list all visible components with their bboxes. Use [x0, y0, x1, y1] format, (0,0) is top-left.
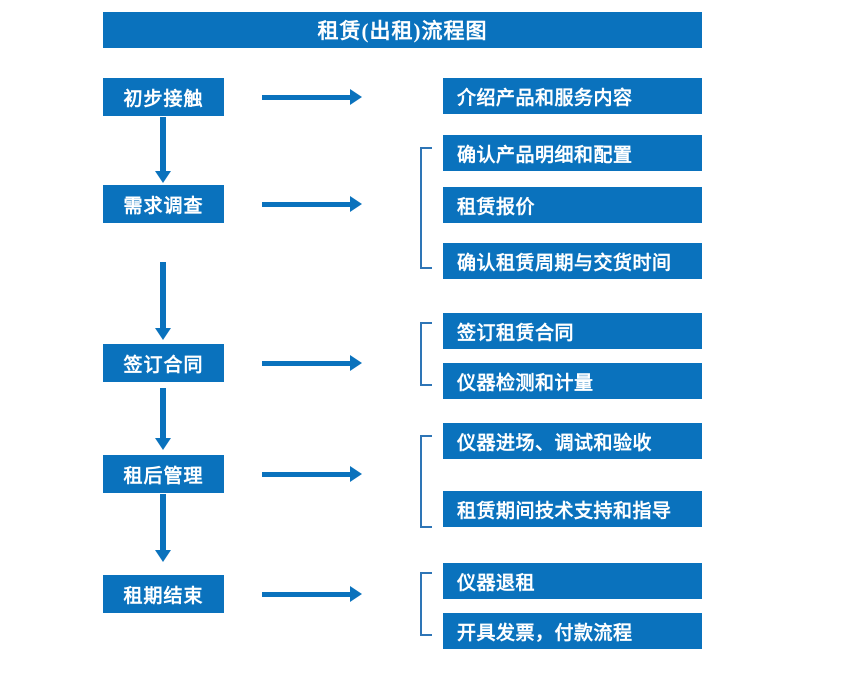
stage-node-2[interactable]: 需求调查	[103, 185, 224, 223]
detail-node-2-3[interactable]: 确认租赁周期与交货时间	[443, 243, 702, 279]
detail-node-4-2[interactable]: 租赁期间技术支持和指导	[443, 491, 702, 527]
stage-connector-2-3	[154, 262, 172, 340]
detail-node-4-1[interactable]: 仪器进场、调试和验收	[443, 423, 702, 459]
group-bracket-5	[420, 572, 432, 636]
stage-connector-3-4	[154, 388, 172, 450]
stage-arrow-4	[262, 465, 362, 483]
detail-node-2-1[interactable]: 确认产品明细和配置	[443, 135, 702, 171]
page-title: 租赁(出租)流程图	[103, 12, 702, 48]
stage-connector-4-5	[154, 494, 172, 562]
detail-node-1-1[interactable]: 介绍产品和服务内容	[443, 78, 702, 114]
stage-node-3[interactable]: 签订合同	[103, 344, 224, 382]
stage-arrow-2	[262, 195, 362, 213]
stage-node-1[interactable]: 初步接触	[103, 78, 224, 116]
stage-node-4[interactable]: 租后管理	[103, 455, 224, 493]
stage-arrow-3	[262, 354, 362, 372]
detail-node-3-2[interactable]: 仪器检测和计量	[443, 363, 702, 399]
detail-node-3-1[interactable]: 签订租赁合同	[443, 313, 702, 349]
detail-node-5-2[interactable]: 开具发票，付款流程	[443, 613, 702, 649]
stage-arrow-1	[262, 88, 362, 106]
detail-node-2-2[interactable]: 租赁报价	[443, 187, 702, 223]
stage-connector-1-2	[154, 117, 172, 183]
group-bracket-4	[420, 435, 432, 528]
group-bracket-3	[420, 322, 432, 386]
stage-node-5[interactable]: 租期结束	[103, 575, 224, 613]
group-bracket-2	[420, 147, 432, 269]
detail-node-5-1[interactable]: 仪器退租	[443, 563, 702, 599]
stage-arrow-5	[262, 585, 362, 603]
